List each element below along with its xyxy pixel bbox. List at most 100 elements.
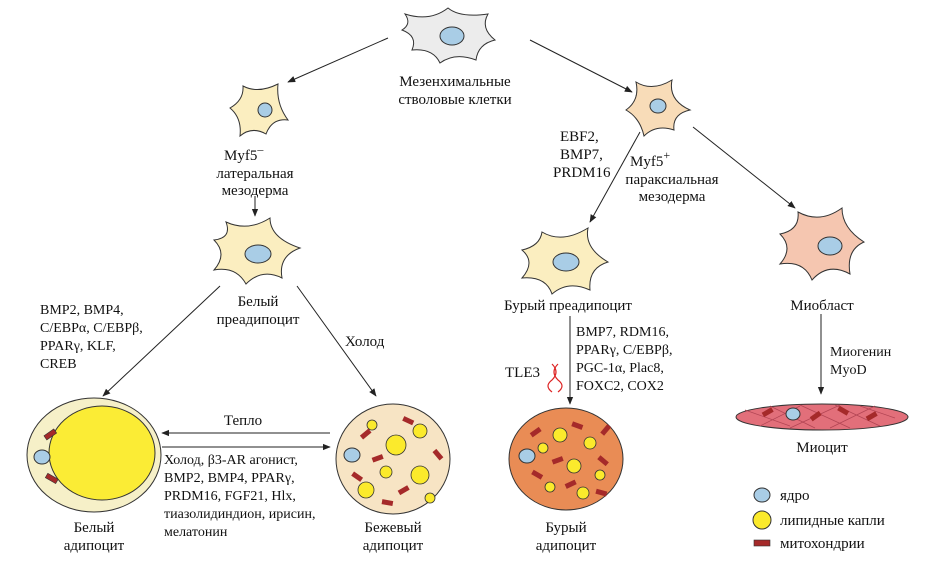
inhibit-mark-icon [547,363,563,393]
mitochondrion-icon [809,410,822,422]
beige-adip-label-2: адипоцит [363,538,424,554]
lipid-droplet-icon [357,481,375,499]
mitochondrion-icon [381,499,394,506]
beige-adip-label-1: Бежевый [364,520,421,536]
arrows [102,37,825,451]
cold-label: Холод [345,334,385,350]
ebf2-factor-2: BMP7, [560,147,603,163]
brown-adip-label-1: Бурый [545,520,586,536]
myf5-negative-cell [229,83,290,138]
nucleus-icon [552,252,580,272]
nucleus-icon [33,449,51,465]
mitochondrion-icon [595,488,608,497]
mitochondrion-icon [597,455,609,467]
white-pre-label-1: Белый [238,294,279,310]
stem-cell [400,7,497,64]
lipid-droplet-icon [583,436,597,450]
myf5-neg-label-2: мезодерма [222,183,289,199]
brown-preadipocyte-cell [520,226,610,295]
arrow-msc-to-myf5neg [287,37,389,83]
mitochondrion-icon [43,428,58,441]
myo-factor-1: Миогенин [830,345,892,360]
myf5-neg-label-1: латеральная [216,166,293,182]
beige-factor-5: мелатонин [164,525,228,540]
brown-factor-4: FOXC2, COX2 [576,379,664,394]
white-adipocyte-cell [26,397,162,513]
msc-label-2: стволовые клетки [398,92,511,108]
myf5-pos-label-1: параксиальная [625,172,718,188]
beige-factor-3: PRDM16, FGF21, Hlx, [164,489,296,504]
arrow-msc-to-myf5pos [529,39,633,93]
arrow-whitepre-to-beige [296,285,377,397]
nucleus-icon [753,487,771,503]
legend-lipid-label: липидные капли [780,513,885,529]
mitochondrion-icon [551,456,564,465]
brown-adipocyte-cell [508,407,624,511]
white-adip-label-1: Белый [74,520,115,536]
mitochondrion-icon [351,471,364,482]
lipid-droplet-icon [752,510,772,530]
brown-factor-3: PGC-1α, Plac8, [576,361,664,376]
brown-adip-label-2: адипоцит [536,538,597,554]
nucleus-icon [518,448,536,464]
legend-nucleus-label: ядро [780,488,810,504]
mitochondrion-icon [865,411,878,422]
lipid-droplet-icon [552,427,568,443]
beige-factor-4: тиазолидиндион, ирисин, [164,507,315,522]
mitochondrion-icon [432,448,444,461]
lipid-droplet-icon [412,423,428,439]
brown-pre-label: Бурый преадипоцит [504,298,632,314]
myf5-positive-cell [625,78,692,137]
nucleus-icon [785,407,801,421]
nucleus-icon [439,26,465,46]
lipid-droplet-icon [566,458,582,474]
mitochondrion-icon [44,472,59,485]
brown-factor-2: PPARγ, C/EBPβ, [576,343,672,358]
myf5-pos-label-2: мезодерма [639,189,706,205]
myocyte-label: Миоцит [796,440,848,456]
lipid-droplet-icon [424,492,436,504]
lipid-droplet-icon [537,442,549,454]
mitochondrion-icon [531,469,544,480]
white-adip-label-2: адипоцит [64,538,125,554]
myoblast-label: Миобласт [790,298,854,314]
lipid-droplet-icon [366,419,378,431]
legend: ядро липидные капли митохондрии [752,487,885,552]
mitochondrion-icon [753,539,771,547]
white-factor-1: BMP2, BMP4, [40,303,124,318]
mitochondrion-icon [529,426,542,438]
arrow-myf5pos-to-myoblast [692,126,796,209]
msc-label-1: Мезенхимальные [399,74,511,90]
legend-mito-label: митохондрии [780,536,865,552]
lipid-droplet-icon [385,434,407,456]
nucleus-icon [244,244,272,264]
myf5-neg-marker: Myf5– [224,142,264,164]
lipid-droplet-icon [576,486,590,500]
lipid-droplet-icon [410,465,430,485]
white-factor-4: CREB [40,357,77,372]
mitochondrion-icon [371,454,384,463]
lipid-droplet-icon [594,469,606,481]
myf5-pos-marker: Myf5+ [630,148,670,170]
mitochondrion-icon [837,405,850,416]
myo-factor-2: MyoD [830,363,867,378]
mitochondrion-icon [397,485,410,496]
mitochondrion-icon [571,421,584,430]
white-pre-label-2: преадипоцит [217,312,300,328]
arrow-myf5pos-to-brownpre [589,131,641,223]
ebf2-factor-3: PRDM16 [553,165,611,181]
myoblast-cell [778,207,866,281]
nucleus-icon [649,98,667,114]
arrow-whitepre-to-white [102,285,221,397]
white-preadipocyte-cell [212,217,302,285]
beige-factor-1: Холод, β3-AR агонист, [164,453,298,468]
mitochondrion-icon [600,424,612,436]
mitochondrion-icon [402,416,415,426]
lipid-droplet-icon [48,405,156,501]
lipid-droplet-icon [544,481,556,493]
warmth-label: Тепло [224,413,262,429]
tle3-label: TLE3 [505,365,540,381]
myocyte-cell [735,403,909,431]
